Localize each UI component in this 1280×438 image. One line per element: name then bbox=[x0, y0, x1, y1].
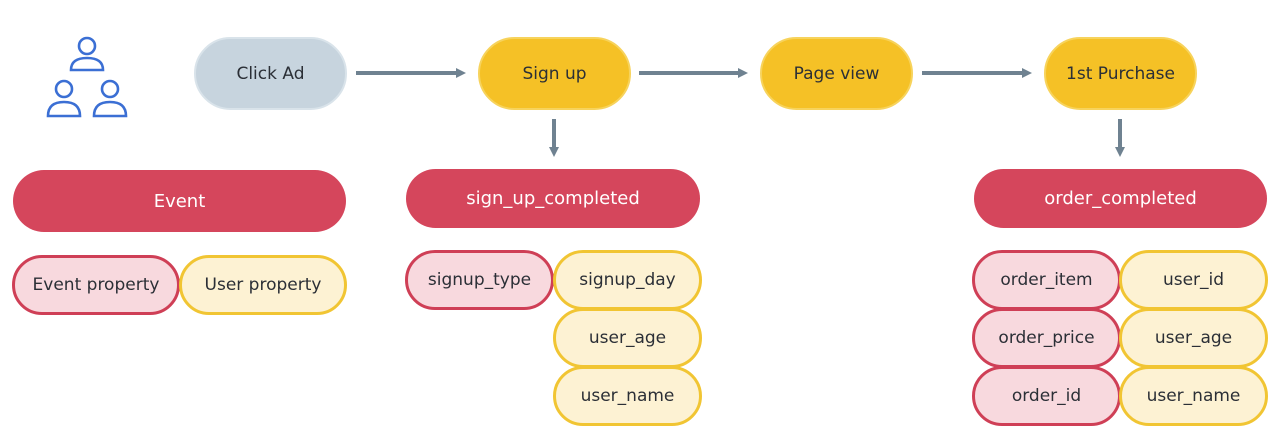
user-property-user-name: user_name bbox=[1119, 366, 1268, 426]
step-sign-up: Sign up bbox=[478, 37, 631, 110]
legend-user-property: User property bbox=[179, 255, 347, 315]
legend-event: Event bbox=[13, 170, 346, 232]
user-property-user-name: user_name bbox=[553, 366, 702, 426]
legend-event-property: Event property bbox=[12, 255, 180, 315]
event-property-order-id: order_id bbox=[972, 366, 1121, 426]
event-property-order-item: order_item bbox=[972, 250, 1121, 310]
user-property-user-age: user_age bbox=[1119, 308, 1268, 368]
step-1st-purchase: 1st Purchase bbox=[1044, 37, 1197, 110]
step-click-ad: Click Ad bbox=[194, 37, 347, 110]
step-page-view: Page view bbox=[760, 37, 913, 110]
event-property-order-price: order_price bbox=[972, 308, 1121, 368]
event-sign-up-completed: sign_up_completed bbox=[406, 169, 700, 228]
event-property-signup-type: signup_type bbox=[405, 250, 554, 310]
users-group-icon bbox=[46, 36, 128, 118]
user-property-user-age: user_age bbox=[553, 308, 702, 368]
user-property-user-id: user_id bbox=[1119, 250, 1268, 310]
event-order-completed: order_completed bbox=[974, 169, 1267, 228]
user-property-signup-day: signup_day bbox=[553, 250, 702, 310]
